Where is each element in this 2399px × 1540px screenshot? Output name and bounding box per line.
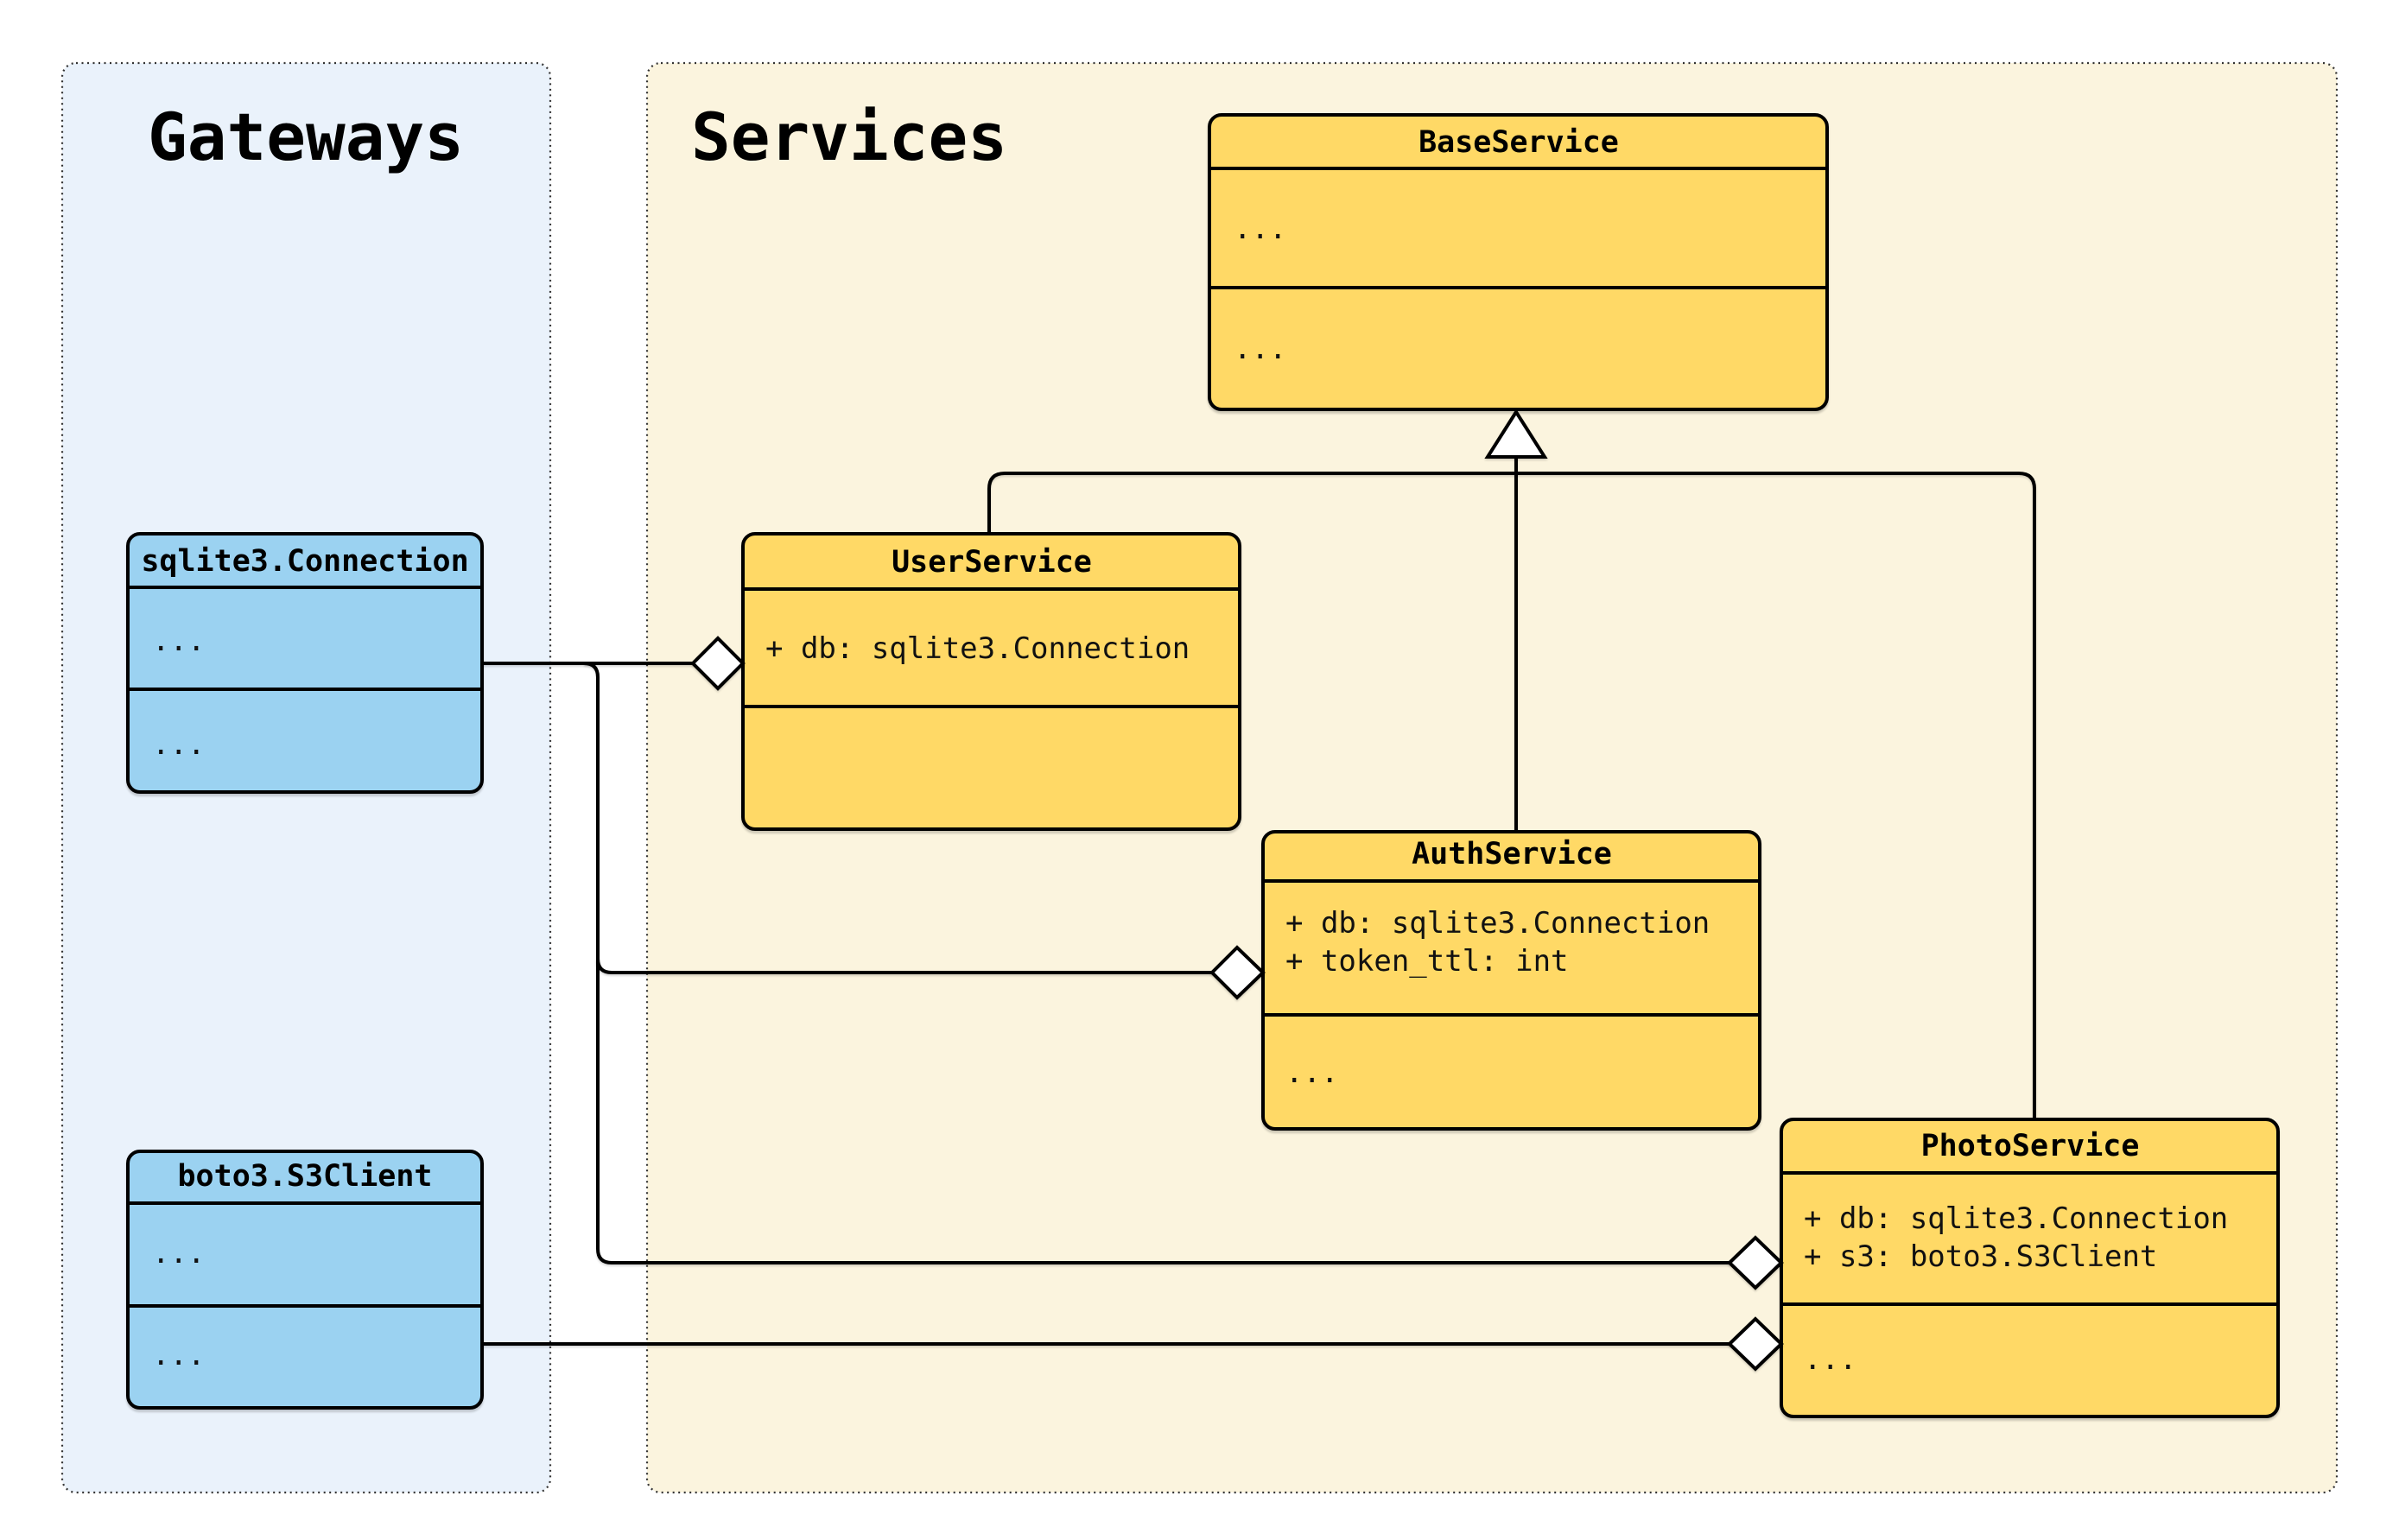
aggregation-sqlite-photo-edge	[583, 662, 1731, 1264]
aggregation-diamond-photo-db-icon	[1727, 1235, 1784, 1290]
aggregation-diamond-auth-icon	[1209, 945, 1266, 1000]
aggregation-diamond-user-icon	[690, 636, 746, 691]
class-attribute: + db: sqlite3.Connection	[1804, 1201, 2228, 1236]
services-panel-title: Services	[691, 98, 1007, 175]
class-boto3-s3client-box	[126, 1150, 484, 1410]
class-userservice: UserService + db: sqlite3.Connection	[741, 532, 1241, 831]
class-authservice-box	[1261, 830, 1761, 1131]
class-baseservice-box	[1208, 113, 1829, 411]
class-name: BaseService	[1418, 125, 1619, 160]
class-photoservice-box	[1780, 1118, 2280, 1418]
class-name: boto3.S3Client	[177, 1159, 432, 1194]
class-method: ...	[1234, 332, 1286, 366]
class-method: ...	[152, 1338, 205, 1372]
class-method: ...	[1804, 1342, 1856, 1377]
inheritance-triangle-icon	[1484, 409, 1548, 459]
edges	[482, 457, 2036, 1346]
class-name: AuthService	[1412, 837, 1612, 871]
class-attribute: + token_ttl: int	[1285, 944, 1569, 979]
class-attribute: + db: sqlite3.Connection	[1285, 906, 1710, 941]
class-userservice-box	[741, 532, 1241, 831]
class-method: ...	[152, 727, 205, 762]
class-method: ...	[1285, 1055, 1338, 1090]
class-attribute: ...	[152, 624, 205, 658]
inheritance-bus-edge	[987, 472, 2036, 1119]
class-name: PhotoService	[1921, 1129, 2140, 1163]
class-boto3-s3client: boto3.S3Client ... ...	[126, 1150, 484, 1410]
class-name: sqlite3.Connection	[141, 544, 468, 579]
class-authservice: AuthService + db: sqlite3.Connection + t…	[1261, 830, 1761, 1131]
class-attribute: ...	[1234, 212, 1286, 246]
aggregation-sqlite-auth-edge	[596, 958, 1214, 974]
gateways-panel-title: Gateways	[148, 98, 464, 175]
class-sqlite3-connection: sqlite3.Connection ... ...	[126, 532, 484, 794]
class-sqlite3-connection-box	[126, 532, 484, 794]
class-attribute: + s3: boto3.S3Client	[1804, 1239, 2157, 1274]
class-attribute: ...	[152, 1236, 205, 1271]
class-photoservice: PhotoService + db: sqlite3.Connection + …	[1780, 1118, 2280, 1418]
class-attribute: + db: sqlite3.Connection	[765, 631, 1190, 666]
class-name: UserService	[892, 545, 1092, 580]
class-baseservice: BaseService ... ...	[1208, 113, 1829, 411]
edge-markers	[690, 409, 1784, 1372]
aggregation-diamond-photo-s3-icon	[1727, 1316, 1784, 1372]
